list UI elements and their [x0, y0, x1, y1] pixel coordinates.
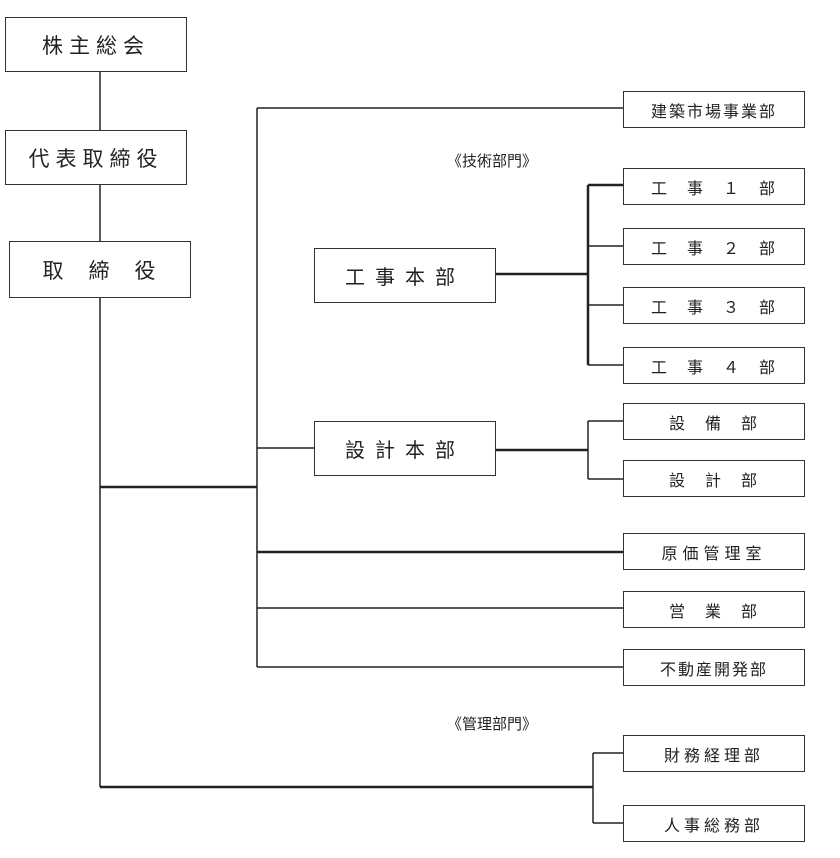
node-construction-3: 工 事 ３ 部 [623, 287, 805, 324]
node-construction-4: 工 事 ４ 部 [623, 347, 805, 384]
node-market-dept: 建築市場事業部 [623, 91, 805, 128]
node-construction-2: 工 事 ２ 部 [623, 228, 805, 265]
node-finance-dept: 財務経理部 [623, 735, 805, 772]
label-management-section: 《管理部門》 [447, 715, 538, 733]
node-construction-1: 工 事 １ 部 [623, 168, 805, 205]
node-hr-dept: 人事総務部 [623, 805, 805, 842]
node-design-division: 設計本部 [314, 421, 496, 476]
node-shareholders: 株主総会 [5, 17, 187, 72]
node-cost-control: 原価管理室 [623, 533, 805, 570]
node-facilities-dept: 設 備 部 [623, 403, 805, 440]
node-representative-director: 代表取締役 [5, 130, 187, 185]
node-sales-dept: 営 業 部 [623, 591, 805, 628]
node-design-dept: 設 計 部 [623, 460, 805, 497]
node-real-estate-dept: 不動産開発部 [623, 649, 805, 686]
node-construction-division: 工事本部 [314, 248, 496, 303]
node-directors: 取 締 役 [9, 241, 191, 298]
label-technical-section: 《技術部門》 [447, 152, 538, 170]
